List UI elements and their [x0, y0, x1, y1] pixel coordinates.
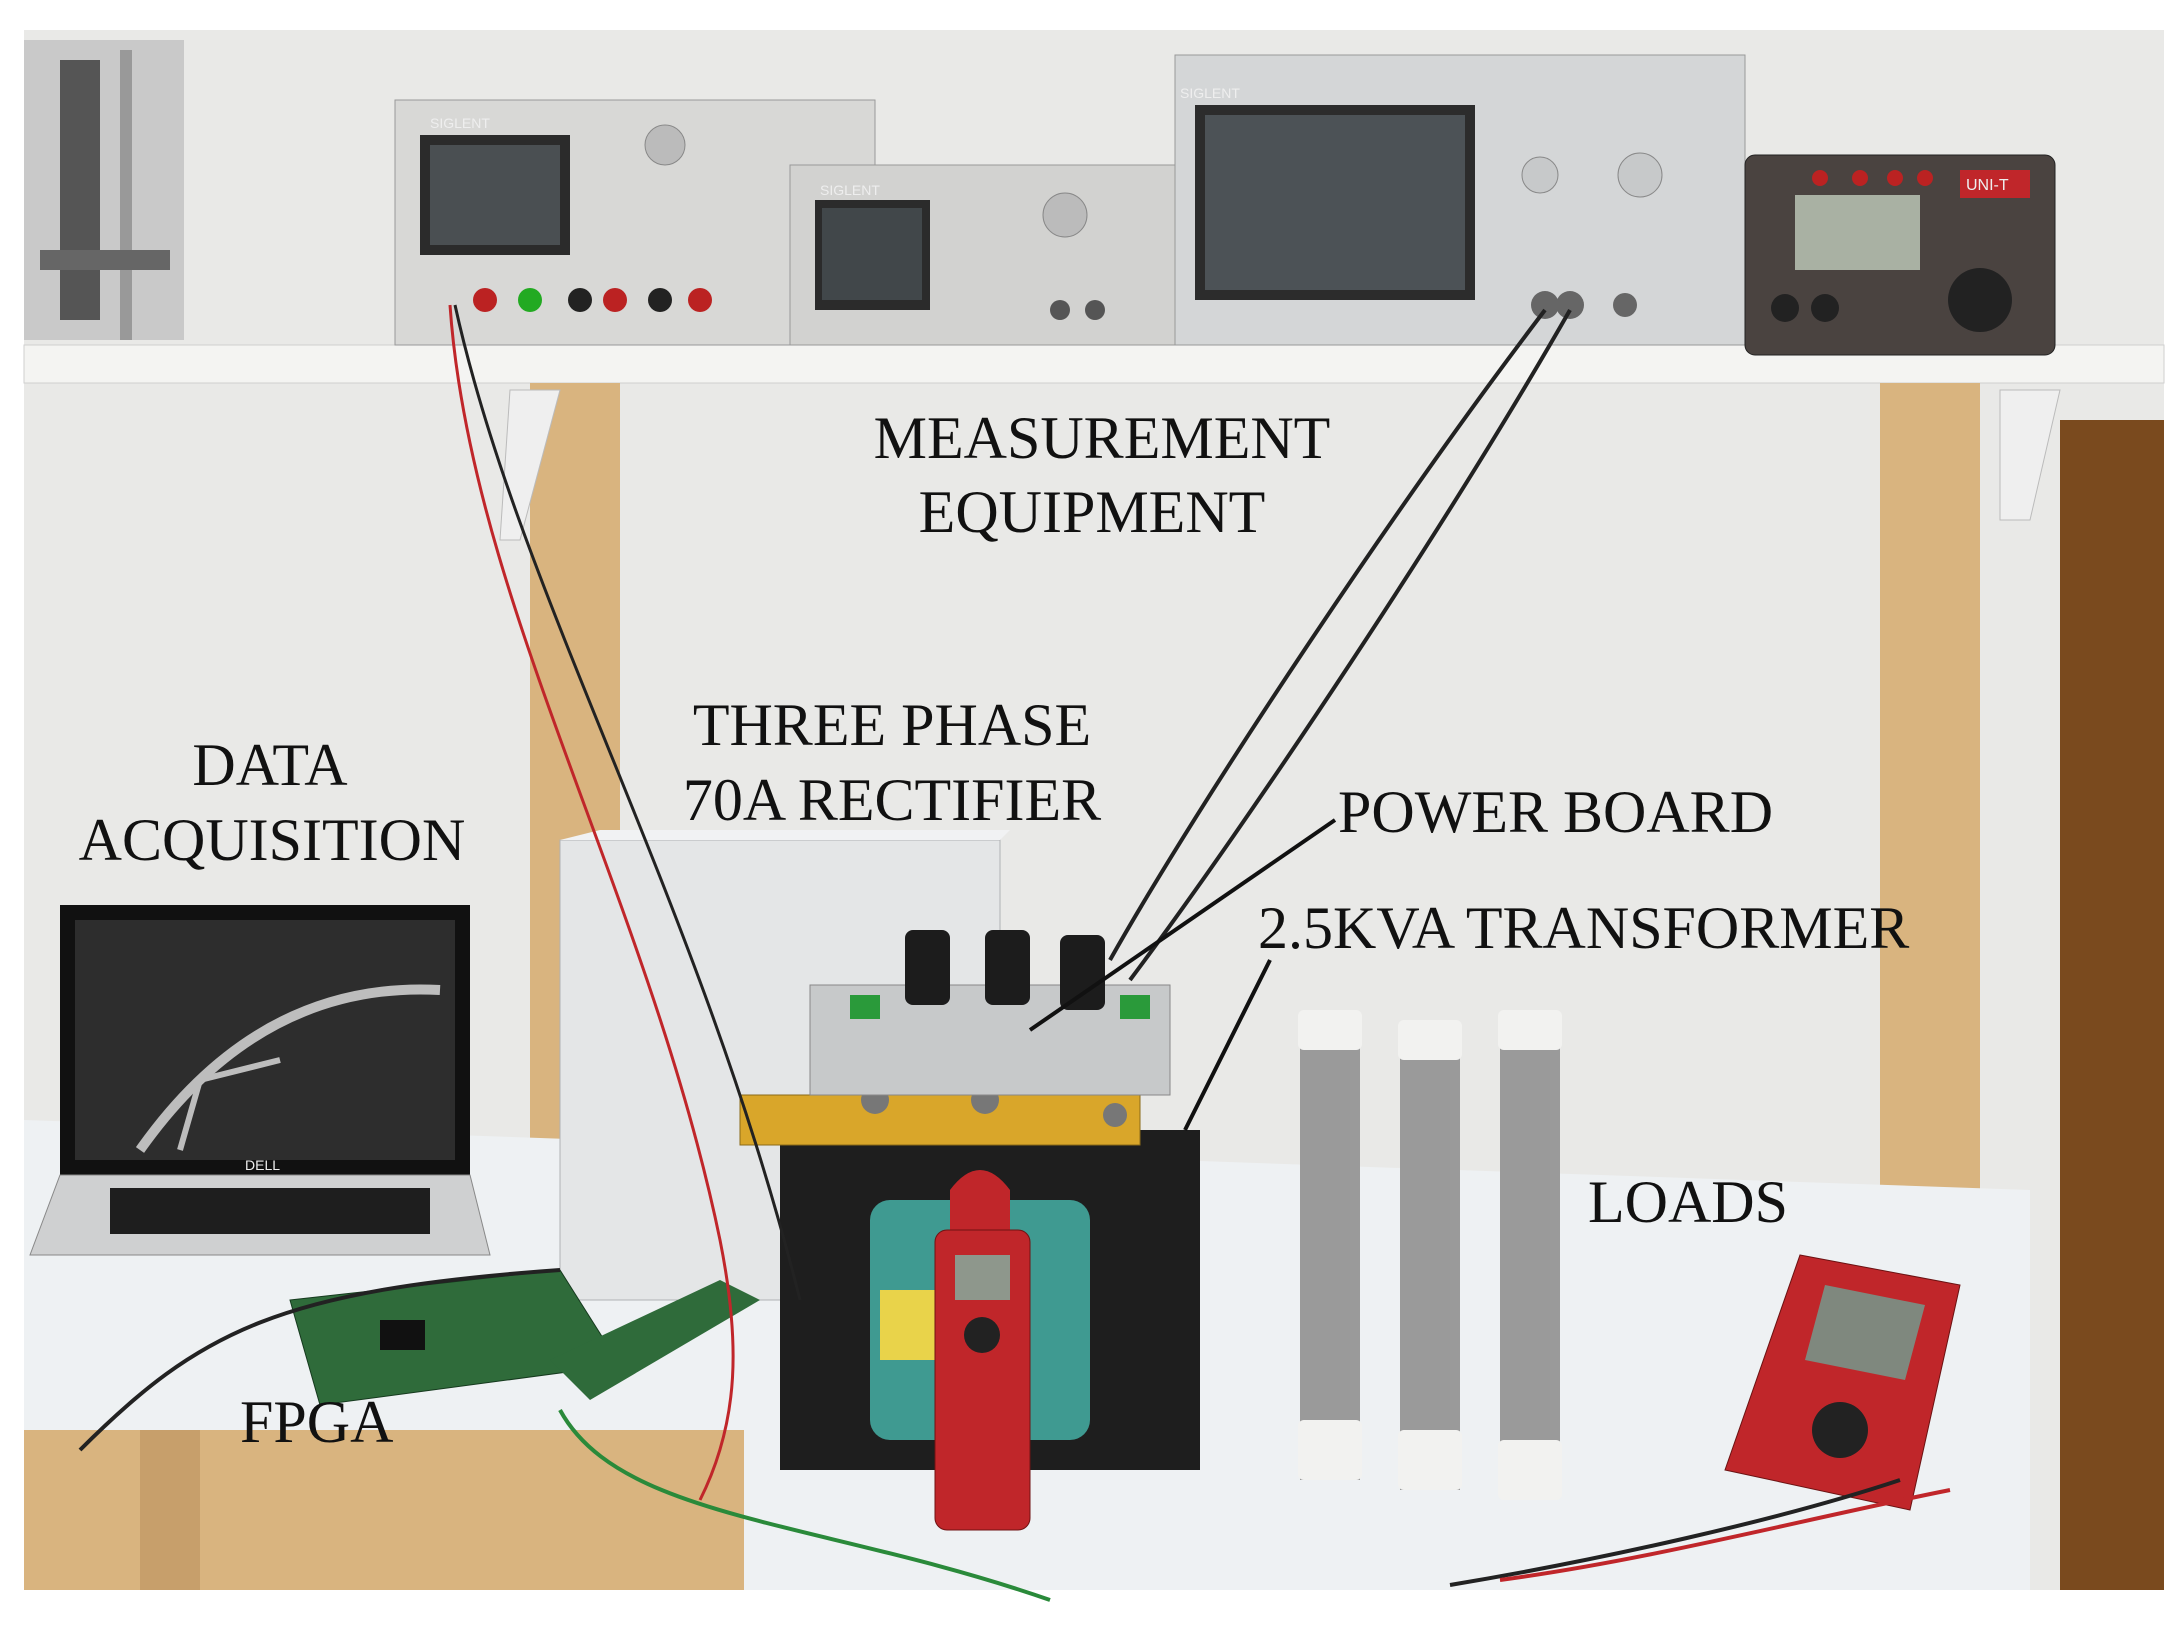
- label-power-board: POWER BOARD: [1338, 779, 1773, 845]
- clamp-meter: [934, 1170, 1031, 1531]
- loads: [1298, 1010, 1562, 1500]
- label-data-acq-line1: DATA: [192, 732, 347, 798]
- label-fpga: FPGA: [240, 1389, 393, 1455]
- label-measurement-line1: MEASUREMENT: [874, 405, 1331, 471]
- pointer-transformer: [1183, 959, 1272, 1131]
- rack-top-left: [24, 40, 184, 340]
- fpga-board: [289, 1269, 760, 1406]
- insulation-tester: UNI-T: [1744, 154, 2056, 356]
- pointer-power-board: [1028, 818, 1337, 1032]
- fgen-brand: SIGLENT: [820, 182, 880, 198]
- scope-brand: SIGLENT: [1180, 85, 1240, 101]
- label-rectifier-line1: THREE PHASE: [693, 692, 1091, 758]
- power-board: [809, 930, 1171, 1096]
- laptop: DELL: [29, 905, 491, 1256]
- label-transformer: 2.5KVA TRANSFORMER: [1258, 895, 1909, 961]
- tester-brand: UNI-T: [1966, 177, 2009, 194]
- power-supply-brand: SIGLENT: [430, 115, 490, 131]
- door-edge: [2060, 420, 2164, 1590]
- oscilloscope: SIGLENT: [1174, 54, 1746, 346]
- laptop-brand: DELL: [245, 1157, 280, 1173]
- label-measurement-line2: EQUIPMENT: [919, 479, 1266, 545]
- label-loads: LOADS: [1588, 1169, 1788, 1235]
- bench-leg: [140, 1430, 200, 1590]
- label-rectifier-line2: 70A RECTIFIER: [683, 767, 1101, 833]
- function-generator: SIGLENT: [789, 164, 1211, 346]
- shelf-bracket-left: [499, 389, 561, 541]
- shelf-bracket-right: [1999, 389, 2061, 521]
- digital-multimeter: [1724, 1254, 1961, 1511]
- cables: [78, 304, 1951, 1602]
- label-data-acq-line2: ACQUISITION: [79, 807, 466, 873]
